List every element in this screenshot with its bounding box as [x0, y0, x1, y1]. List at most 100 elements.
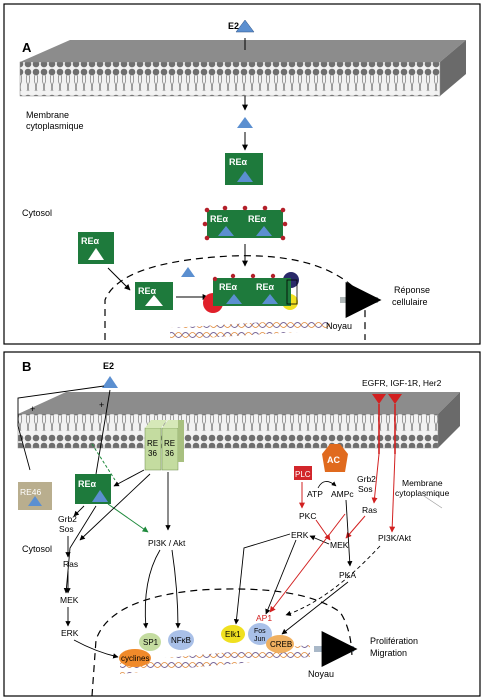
panel-a-border [3, 3, 481, 345]
rtk-receptors [372, 394, 402, 454]
estradiol-icon-a2 [237, 117, 253, 128]
pi3k-right: PI3K/Akt [378, 533, 412, 543]
cyclines-label: cyclines [121, 654, 149, 663]
plus-left: + [30, 404, 35, 414]
ampc-to-pka-arrow [345, 499, 353, 567]
erk-right: ERK [291, 530, 309, 540]
svg-text:REα: REα [219, 282, 238, 292]
pi3k-to-nfkb-arrow [171, 549, 181, 629]
e2-label-b: E2 [103, 361, 114, 371]
membrane-b [17, 392, 460, 449]
nucleus-label-b: Noyau [308, 669, 334, 679]
response-label-a-2: cellulaire [392, 297, 428, 307]
membrane-label-a-2: cytoplasmique [26, 121, 84, 131]
ras-to-mek-arrow [345, 515, 366, 539]
svg-text:REα: REα [81, 236, 100, 246]
ampc-label: AMPc [331, 489, 354, 499]
erk-to-ap1-arrow [265, 539, 297, 615]
mek-left: MEK [60, 595, 79, 605]
receptor-bound-a: REα [225, 153, 263, 185]
ac-enzyme [322, 444, 348, 472]
red-arrow-to-ap1 [269, 513, 346, 613]
rtk-to-ras-arrow [371, 453, 380, 504]
membrane-label-b-1: Membrane [402, 478, 443, 488]
pkc-label: PKC [299, 511, 316, 521]
rtk-to-pi3k-arrow [389, 453, 396, 533]
svg-text:36: 36 [165, 449, 174, 458]
mek-right: MEK [330, 540, 349, 550]
plus-right: + [99, 400, 104, 410]
cytosol-label-b: Cytosol [22, 544, 52, 554]
nuclear-envelope-b [91, 588, 353, 697]
e2-label-a: E2 [228, 21, 239, 31]
panel-b-letter: B [22, 359, 31, 374]
jun-label: Jun [254, 636, 265, 643]
e2-to-rea-line [95, 389, 111, 475]
svg-text:RE: RE [164, 439, 175, 448]
re46-receptor: RE46 [18, 482, 52, 510]
receptor-unbound-nuc-a: REα [135, 282, 173, 310]
membrane-callout-line [417, 491, 443, 509]
pi3k-dashed-arrow [285, 545, 381, 616]
re36-to-rea-arrow [113, 469, 145, 487]
response-label-a-1: Réponse [394, 285, 430, 295]
rea-to-mek-arrow [63, 505, 97, 594]
panel-b-border [3, 351, 481, 697]
cytosol-label-a: Cytosol [22, 208, 52, 218]
nucleus-label-a: Noyau [326, 321, 352, 331]
svg-text:REα: REα [248, 214, 267, 224]
estradiol-icon-a3 [181, 267, 195, 277]
rtk-label: EGFR, IGF-1R, Her2 [362, 378, 442, 388]
grb2-left-1: Grb2 [58, 514, 77, 524]
svg-text:REα: REα [138, 286, 157, 296]
membrane-a [19, 40, 466, 97]
grb2-right-2: Sos [358, 484, 373, 494]
plc-label: PLC [295, 470, 311, 479]
erk-to-elk1-arrow [233, 533, 291, 625]
e2-to-re46-line [17, 385, 105, 471]
ras-right: Ras [362, 505, 377, 515]
estradiol-icon-b [102, 376, 118, 388]
estradiol-icon-a [235, 19, 255, 33]
rea-to-grb2-arrow [73, 505, 85, 517]
response-label-b-1: Prolifération [370, 636, 418, 646]
receptor-dimer-a: REα REα [202, 205, 288, 241]
grb2-right-1: Grb2 [357, 474, 376, 484]
mek-to-erk-right-arrow [309, 535, 330, 545]
grb2-left-2: Sos [59, 524, 74, 534]
transcription-factors [119, 623, 294, 667]
svg-text:RE: RE [147, 439, 158, 448]
nuclear-envelope-a [104, 255, 366, 340]
membrane-label-b-2: cytoplasmique [395, 488, 450, 498]
svg-text:REα: REα [78, 479, 97, 489]
svg-text:RE46: RE46 [20, 487, 42, 497]
pka-to-creb-arrow [281, 581, 349, 635]
pi3k-to-sp1-arrow [142, 549, 161, 629]
re36-receptor: RE 36 RE 36 [144, 420, 184, 471]
green-arrow-to-pi3k [107, 503, 149, 533]
arrow-a-to-nucleus [107, 267, 131, 291]
erk-left: ERK [61, 628, 79, 638]
re36-to-erk-arrow [79, 473, 151, 541]
panel-a-letter: A [22, 40, 32, 55]
pi3k-label: PI3K / Akt [148, 538, 186, 548]
plc-enzyme [294, 466, 312, 480]
response-label-b-2: Migration [370, 648, 407, 658]
pka-label: PKA [339, 570, 356, 580]
elk1-label: Elk1 [225, 630, 241, 639]
atp-to-ampc-arrow [317, 481, 337, 489]
svg-text:REα: REα [256, 282, 275, 292]
dna-b [120, 645, 310, 674]
svg-text:REα: REα [210, 214, 229, 224]
fos-label: Fos [254, 628, 266, 635]
transcription-complex-a: REα REα [203, 272, 299, 313]
erk-to-cyclines-arrow [73, 639, 119, 659]
svg-text:REα: REα [229, 157, 248, 167]
svg-text:36: 36 [148, 449, 157, 458]
creb-label: CREB [270, 640, 292, 649]
rea-receptor-b: REα [75, 474, 111, 504]
membrane-label-a-1: Membrane [26, 110, 69, 120]
ras-left: Ras [63, 559, 78, 569]
dna-a [170, 318, 330, 340]
